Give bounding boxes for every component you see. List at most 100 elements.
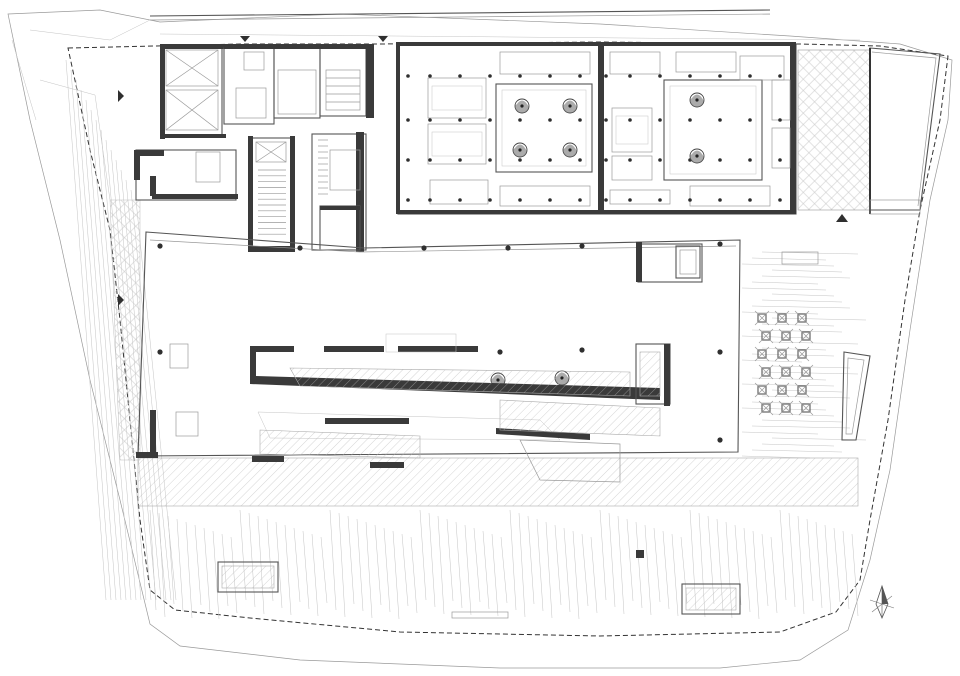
- street-edge: [149, 9, 861, 41]
- paving-line: [741, 263, 835, 267]
- cafe-table: [754, 346, 770, 362]
- paving-line: [85, 99, 127, 601]
- column-marker: [458, 158, 462, 162]
- paving-line: [741, 431, 819, 435]
- paving-line: [741, 335, 811, 339]
- paving-line: [149, 509, 157, 611]
- paving-line: [518, 512, 526, 618]
- paving-line: [491, 533, 499, 617]
- paving-line: [779, 509, 787, 601]
- column-marker: [717, 437, 723, 443]
- paving-line: [751, 329, 843, 333]
- paving-line: [572, 530, 580, 620]
- stair-core-left: [248, 136, 295, 252]
- column-marker: [717, 349, 723, 355]
- column-marker: [406, 198, 410, 202]
- paving-line: [761, 443, 835, 447]
- cafe-table: [774, 382, 790, 398]
- paving-line: [741, 359, 803, 363]
- paving-line: [347, 515, 355, 605]
- left-planting-strip: [109, 199, 141, 461]
- column-marker: [578, 158, 582, 162]
- paving-line: [771, 317, 867, 321]
- paving-line: [581, 533, 589, 607]
- paving-line: [842, 530, 850, 610]
- paving-line: [275, 521, 283, 609]
- column-marker: [688, 198, 692, 202]
- column-marker: [628, 74, 632, 78]
- table-top: [797, 349, 807, 359]
- table-top: [781, 367, 791, 377]
- table-top: [777, 349, 787, 359]
- paving-line: [751, 305, 851, 309]
- triangle-marker-icon: [118, 294, 124, 306]
- triangle-marker-icon: [118, 90, 124, 102]
- cafe-table: [778, 328, 794, 344]
- paving-line: [70, 69, 112, 601]
- paving-line: [185, 521, 193, 619]
- column-marker: [297, 245, 303, 251]
- paving-line: [751, 377, 827, 381]
- paving-line: [644, 524, 652, 616]
- paving-line: [743, 527, 751, 613]
- tree-icon: [562, 142, 578, 158]
- table-top: [801, 331, 811, 341]
- paving-line: [374, 524, 382, 606]
- column-marker: [579, 243, 585, 249]
- paving-line: [194, 524, 202, 606]
- column-marker: [518, 198, 522, 202]
- paving-line: [806, 518, 814, 602]
- cafe-table: [774, 310, 790, 326]
- paving-stripes-right: [741, 251, 867, 459]
- column-marker: [406, 158, 410, 162]
- column-marker: [604, 118, 608, 122]
- column-marker: [628, 158, 632, 162]
- paving-line: [833, 527, 841, 603]
- paving-line: [482, 530, 490, 610]
- column-marker: [548, 198, 552, 202]
- tree-icon: [562, 98, 578, 114]
- column-marker: [428, 158, 432, 162]
- chair-line: [778, 364, 794, 380]
- paving-line: [761, 419, 843, 423]
- paving-line: [590, 536, 598, 614]
- column-marker: [488, 74, 492, 78]
- paving-line: [599, 509, 607, 601]
- triangle-marker-icon: [836, 214, 848, 222]
- chair-line: [754, 346, 770, 362]
- paving-line: [751, 281, 819, 285]
- paving-line: [751, 425, 851, 429]
- table-top: [757, 349, 767, 359]
- paving-line: [653, 527, 661, 603]
- cafe-table: [754, 310, 770, 326]
- glass-pavilion: [797, 47, 941, 215]
- paving-line: [302, 530, 310, 610]
- cafe-table: [778, 400, 794, 416]
- column-marker: [658, 158, 662, 162]
- cafe-table: [754, 382, 770, 398]
- chair-line: [794, 346, 810, 362]
- paving-line: [815, 521, 823, 609]
- paving-line: [437, 515, 445, 615]
- column-marker: [157, 349, 163, 355]
- paving-line: [212, 530, 220, 620]
- column-marker: [748, 198, 752, 202]
- paving-line: [473, 527, 481, 603]
- column-marker: [518, 74, 522, 78]
- site-boundary: [7, 9, 953, 669]
- column-marker: [628, 198, 632, 202]
- table-top: [761, 367, 771, 377]
- paving-line: [320, 536, 328, 604]
- cafe-table: [794, 346, 810, 362]
- paving-line: [771, 269, 843, 273]
- paving-line: [158, 512, 166, 618]
- paving-line: [338, 512, 346, 618]
- paving-line: [608, 512, 616, 608]
- chair-line: [778, 328, 794, 344]
- paving-line: [797, 515, 805, 615]
- triangle-marker-icon: [378, 36, 388, 42]
- cafe-table: [778, 364, 794, 380]
- column-marker: [488, 198, 492, 202]
- column-marker: [458, 198, 462, 202]
- chair-line: [774, 382, 790, 398]
